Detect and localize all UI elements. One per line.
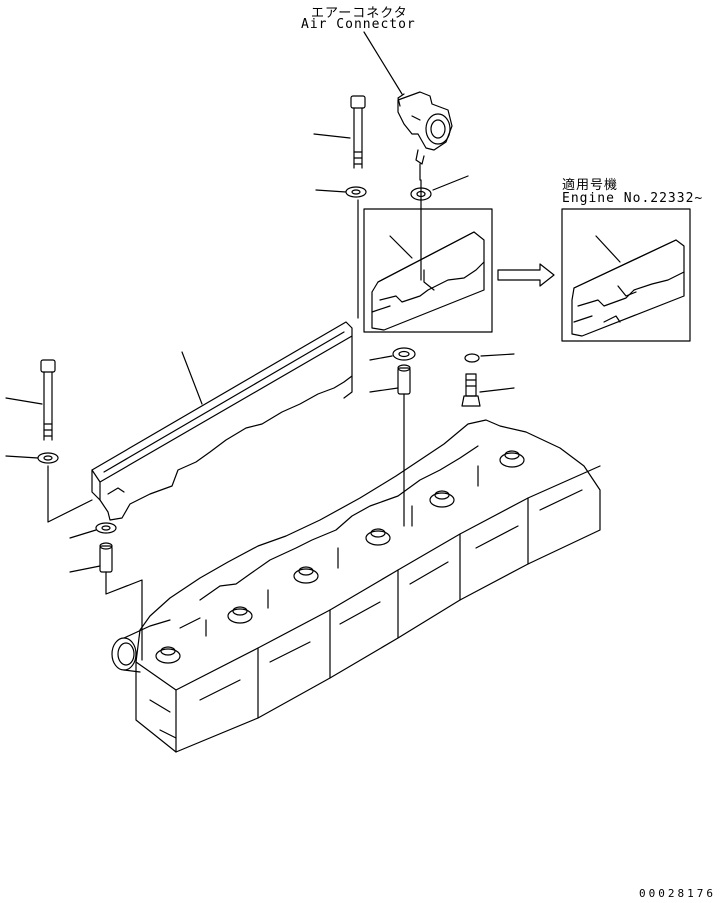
right-bolt <box>462 354 514 406</box>
detail-box-current <box>364 209 492 332</box>
left-washer <box>38 453 58 463</box>
applicable-serial-label-jp: 適用号機 <box>562 178 619 193</box>
variant-arrow <box>498 264 554 286</box>
drawing-code: 00028176 <box>639 887 716 900</box>
top-washer <box>346 187 366 197</box>
air-connector-label-jp: エアーコネクタ <box>311 6 408 21</box>
rocker-cover-bracket <box>92 322 352 520</box>
air-connector-label-en: Air Connector <box>301 17 416 32</box>
center-spacer <box>370 348 415 526</box>
left-spacer <box>70 523 142 660</box>
bracket-leader <box>182 352 202 404</box>
left-bolt <box>6 360 92 522</box>
air-connector <box>364 32 452 280</box>
engine-number-label: Engine No.22332~ <box>562 191 704 206</box>
detail-box-variant <box>562 209 690 341</box>
top-bolt-leader <box>314 134 350 138</box>
connector-washer <box>411 176 468 200</box>
cylinder-head-cover <box>112 420 600 752</box>
head-bolts <box>156 451 524 663</box>
air-connector-leader <box>364 32 402 94</box>
top-bolt <box>314 96 366 318</box>
